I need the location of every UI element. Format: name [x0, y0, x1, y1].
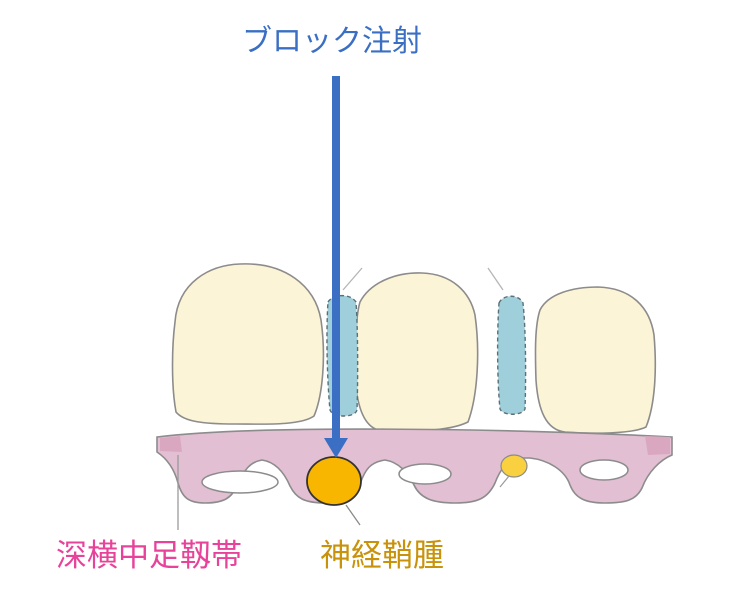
leader-line	[342, 267, 363, 291]
ligament-accent	[645, 436, 670, 455]
injection-label: ブロック注射	[242, 24, 422, 59]
interosseous-tissue-2	[496, 295, 527, 415]
leader-line	[499, 475, 510, 488]
interosseous-tissue-1	[326, 294, 359, 417]
ligament-label: 深横中足靱帯	[56, 538, 242, 574]
digital-nerve	[500, 454, 528, 478]
ligament-opening	[201, 470, 279, 494]
neuroma-label: 神経鞘腫	[320, 538, 444, 574]
neuroma-mass	[306, 456, 362, 506]
ligament-accent	[160, 436, 182, 452]
injection-arrow-head	[324, 438, 348, 458]
leader-line	[487, 267, 504, 291]
injection-arrow-shaft	[332, 76, 340, 440]
ligament-opening	[398, 463, 452, 485]
metatarsal-head-3	[534, 286, 657, 434]
ligament-opening	[579, 459, 629, 481]
metatarsal-head-1	[171, 263, 325, 425]
metatarsal-head-2	[354, 272, 479, 432]
leader-line	[345, 504, 361, 526]
